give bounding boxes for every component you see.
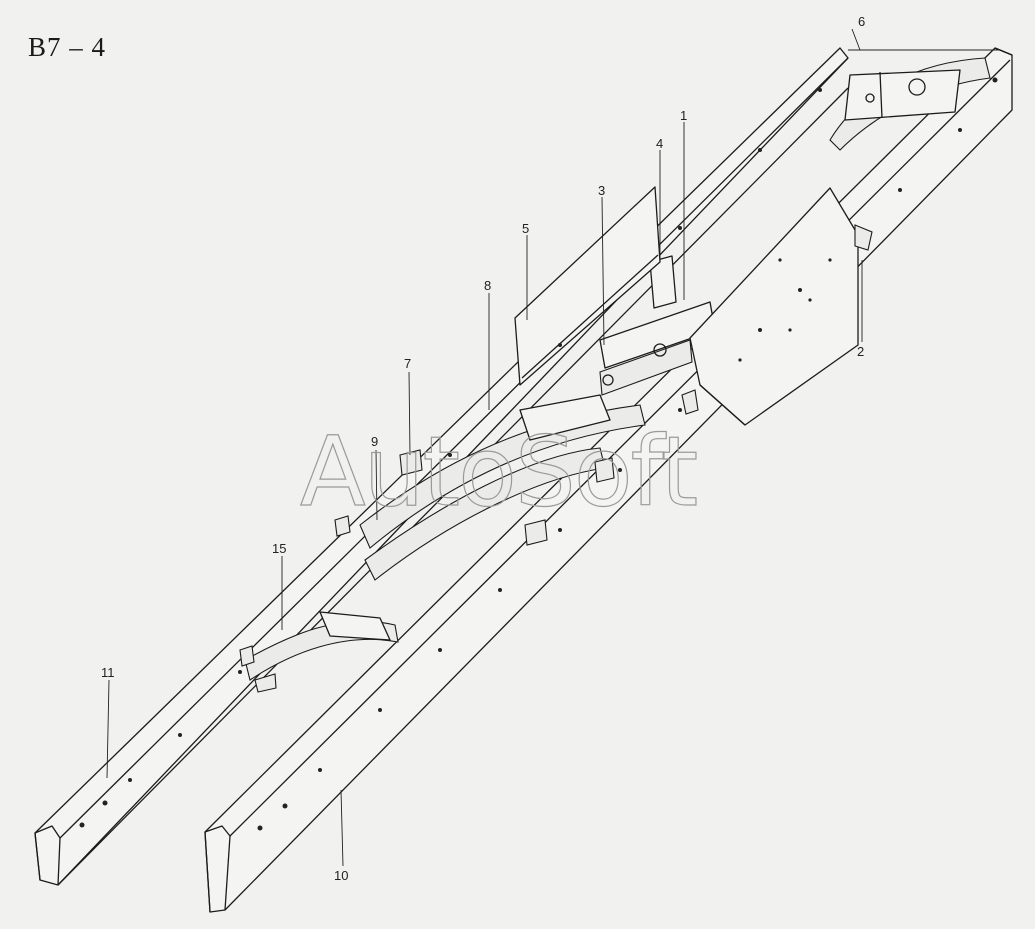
left-reinforcement-plate [514,186,661,386]
middle-crossmember [599,255,716,396]
callout-9: 9 [371,434,378,449]
callout-1: 1 [680,108,687,123]
callout-11: 11 [101,665,115,680]
callout-5: 5 [522,221,529,236]
front-end-crossmember [239,611,399,693]
right-reinforcement-plate [681,187,873,426]
rivet-holes [79,77,998,831]
callout-2: 2 [857,344,864,359]
callout-7: 7 [404,356,411,371]
page-title: B7 – 4 [28,32,107,62]
callout-8: 8 [484,278,491,293]
callout-6: 6 [858,14,865,29]
callout-3: 3 [598,183,605,198]
leader-lines [106,28,1000,867]
callout-15: 15 [272,541,286,556]
callout-10: 10 [334,868,348,883]
callout-4: 4 [656,136,663,151]
front-arched-crossmember [334,394,646,581]
rear-crossmember [829,57,991,151]
watermark-text: AutoSoft [300,416,697,528]
